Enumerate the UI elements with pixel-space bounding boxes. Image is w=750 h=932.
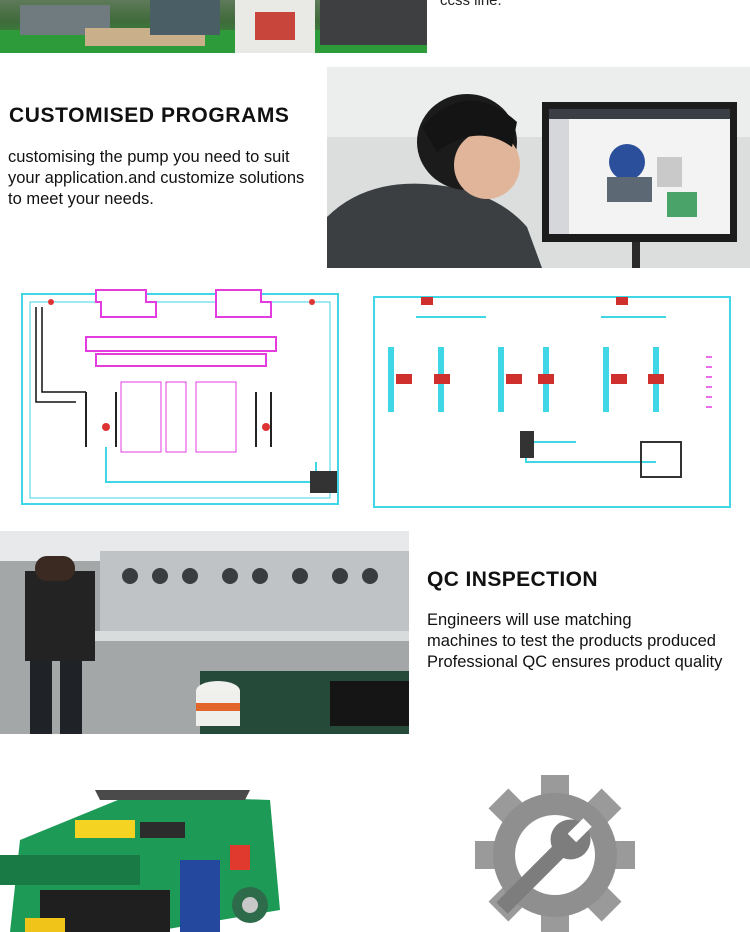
customised-programs-heading: CUSTOMISED PROGRAMS bbox=[9, 104, 290, 127]
qc-text-line: machines to test the products produced bbox=[427, 632, 716, 650]
customised-programs-text: customising the pump you need to suit yo… bbox=[8, 148, 305, 208]
engineer-at-computer-photo bbox=[327, 67, 750, 268]
lubrication-system-diagrams bbox=[21, 289, 731, 508]
diagram-left bbox=[21, 289, 339, 505]
factory-caption: ccss line. bbox=[440, 0, 502, 9]
qc-text-line: Professional QC ensures product quality bbox=[427, 653, 723, 671]
qc-inspection-heading: QC INSPECTION bbox=[427, 568, 598, 591]
qc-text-line: Engineers will use matching bbox=[427, 611, 632, 629]
machine-illustration bbox=[0, 790, 280, 932]
gear-wrench-icon bbox=[475, 775, 635, 932]
qc-workshop-photo bbox=[0, 531, 409, 734]
diagram-right bbox=[373, 296, 731, 508]
factory-photo bbox=[0, 0, 427, 53]
